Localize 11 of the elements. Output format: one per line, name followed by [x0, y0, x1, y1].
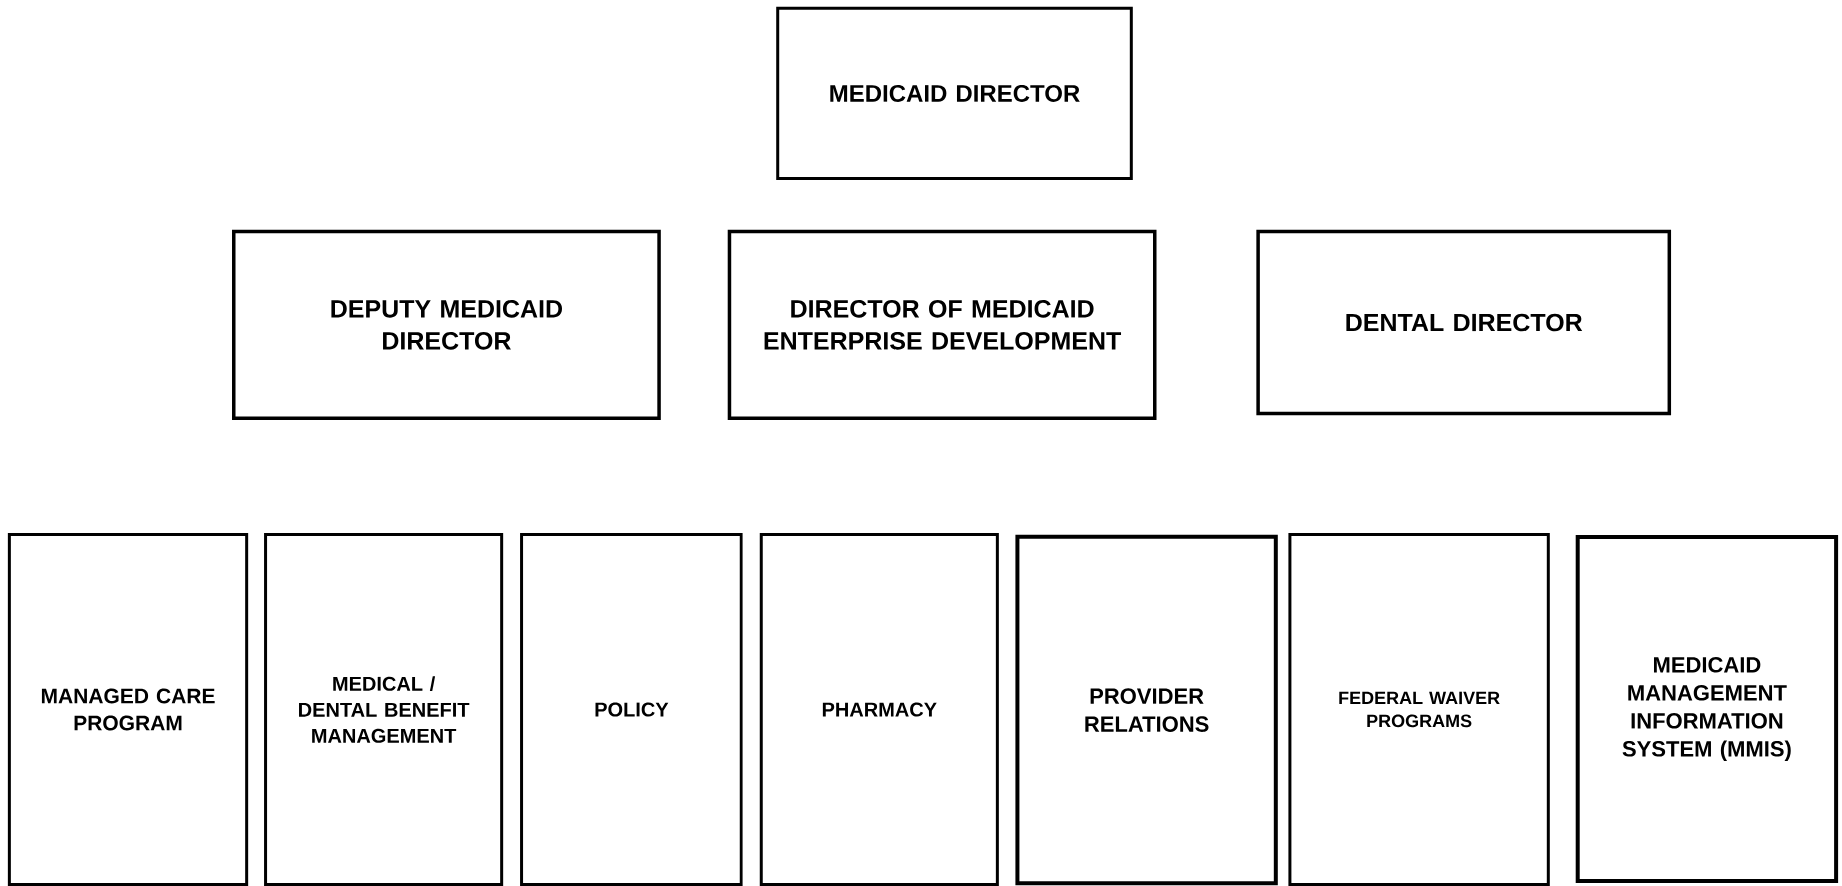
box: FEDERAL WAIVER PROGRAMS — [1288, 532, 1550, 886]
box: MEDICAID DIRECTOR — [776, 6, 1133, 181]
box: MANAGED CARE PROGRAM — [7, 532, 249, 886]
box: MEDICAID MANAGEMENT INFORMATION SYSTEM (MMIS) — [1575, 534, 1839, 884]
box: POLICY — [520, 532, 743, 886]
box: PHARMACY — [759, 532, 999, 886]
box: DENTAL DIRECTOR — [1256, 229, 1672, 416]
box: MEDICAL / DENTAL BENEFIT MANAGEMENT — [264, 532, 504, 886]
box: DIRECTOR OF MEDICAID ENTERPRISE DEVELOPMENT — [727, 229, 1157, 420]
box: PROVIDER RELATIONS — [1015, 534, 1278, 886]
box: DEPUTY MEDICAID DIRECTOR — [232, 229, 661, 420]
